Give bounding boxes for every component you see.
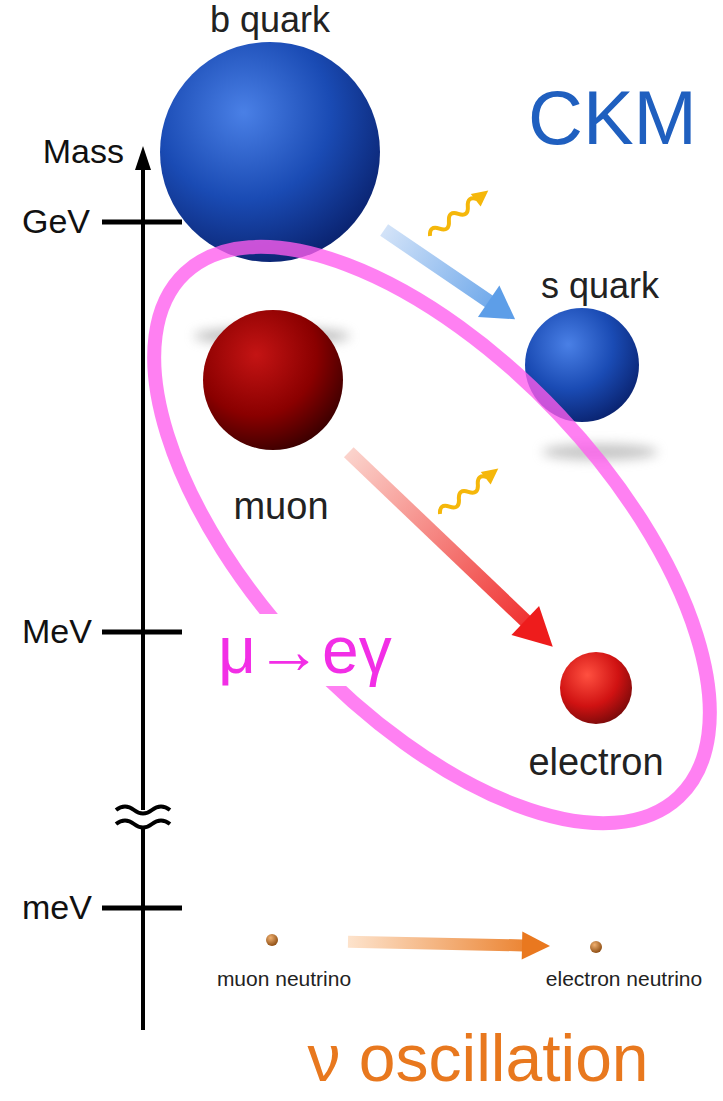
label-holder: μ→eγ (214, 614, 396, 687)
label-holder: GeV (22, 203, 90, 240)
process-title: μ→eγ (214, 614, 396, 687)
photon-wave (437, 474, 490, 518)
particle-node: electron neutrino (590, 941, 602, 953)
arrow-head (511, 606, 552, 647)
particle-label: electron (528, 742, 663, 784)
particle-label-group: s quark (541, 266, 659, 306)
particle-label-group: electron neutrino (546, 967, 702, 990)
process-title: ν oscillation (307, 1022, 648, 1095)
particle-label-group: muon (233, 486, 328, 528)
axis-tick (102, 906, 182, 911)
particle-label-group: b quark (210, 0, 330, 40)
particle-label-group: muon neutrino (217, 967, 351, 990)
process-title: CKM (528, 76, 697, 160)
sphere-shadow (542, 444, 658, 460)
arrow-shaft (384, 230, 489, 302)
particle-label: electron neutrino (546, 967, 702, 990)
arrow-shaft (348, 942, 523, 946)
particle-sphere (525, 308, 639, 422)
particle-sphere-body (560, 652, 632, 724)
axis-label: GeV (22, 203, 90, 240)
transition-arrow (384, 230, 515, 319)
particle-sphere (590, 941, 602, 953)
mass-axis (141, 166, 145, 810)
particle-sphere-body (266, 934, 278, 946)
axis-arrowhead (135, 146, 151, 170)
axis-break (116, 807, 170, 814)
mass-axis (141, 826, 145, 1030)
photon-wave (427, 196, 480, 240)
particle-sphere-body (203, 310, 343, 450)
highlight-ellipse (58, 153, 723, 917)
particle-sphere (160, 42, 380, 262)
particle-sphere-body (590, 941, 602, 953)
particle-sphere (266, 934, 278, 946)
label-holder: MeV (22, 613, 92, 650)
label-holder: meV (22, 889, 92, 926)
arrow-head (478, 286, 515, 320)
photon-head (471, 184, 493, 206)
particle-label: muon (233, 486, 328, 528)
transition-arrow (348, 931, 550, 959)
axis-label: Mass (43, 133, 124, 170)
particle-sphere-body (160, 42, 380, 262)
axis-tick (102, 220, 182, 225)
particle-node: b quark (160, 42, 380, 262)
particle-label: s quark (541, 266, 659, 306)
label-holder: ν oscillation (307, 1022, 648, 1095)
particle-label: b quark (210, 0, 330, 40)
axis-label: meV (22, 889, 92, 926)
axis-tick (102, 630, 182, 635)
arrow-head (522, 931, 550, 959)
arrow-shaft (349, 452, 526, 621)
axis-label: MeV (22, 613, 92, 650)
particle-node: s quark (525, 308, 639, 422)
particle-sphere (203, 310, 343, 450)
axis-break (116, 821, 170, 828)
particle-node: muon neutrino (266, 934, 278, 946)
photon-head (481, 462, 503, 484)
photon-symbol (425, 184, 493, 242)
particle-sphere-body (525, 308, 639, 422)
particle-node: electron (560, 652, 632, 724)
label-holder: Mass (43, 133, 124, 170)
label-holder: CKM (528, 76, 697, 160)
particle-label: muon neutrino (217, 967, 351, 990)
particle-sphere (560, 652, 632, 724)
photon-symbol (435, 462, 503, 520)
particle-node: muon (203, 310, 343, 450)
particle-label-group: electron (528, 742, 663, 784)
